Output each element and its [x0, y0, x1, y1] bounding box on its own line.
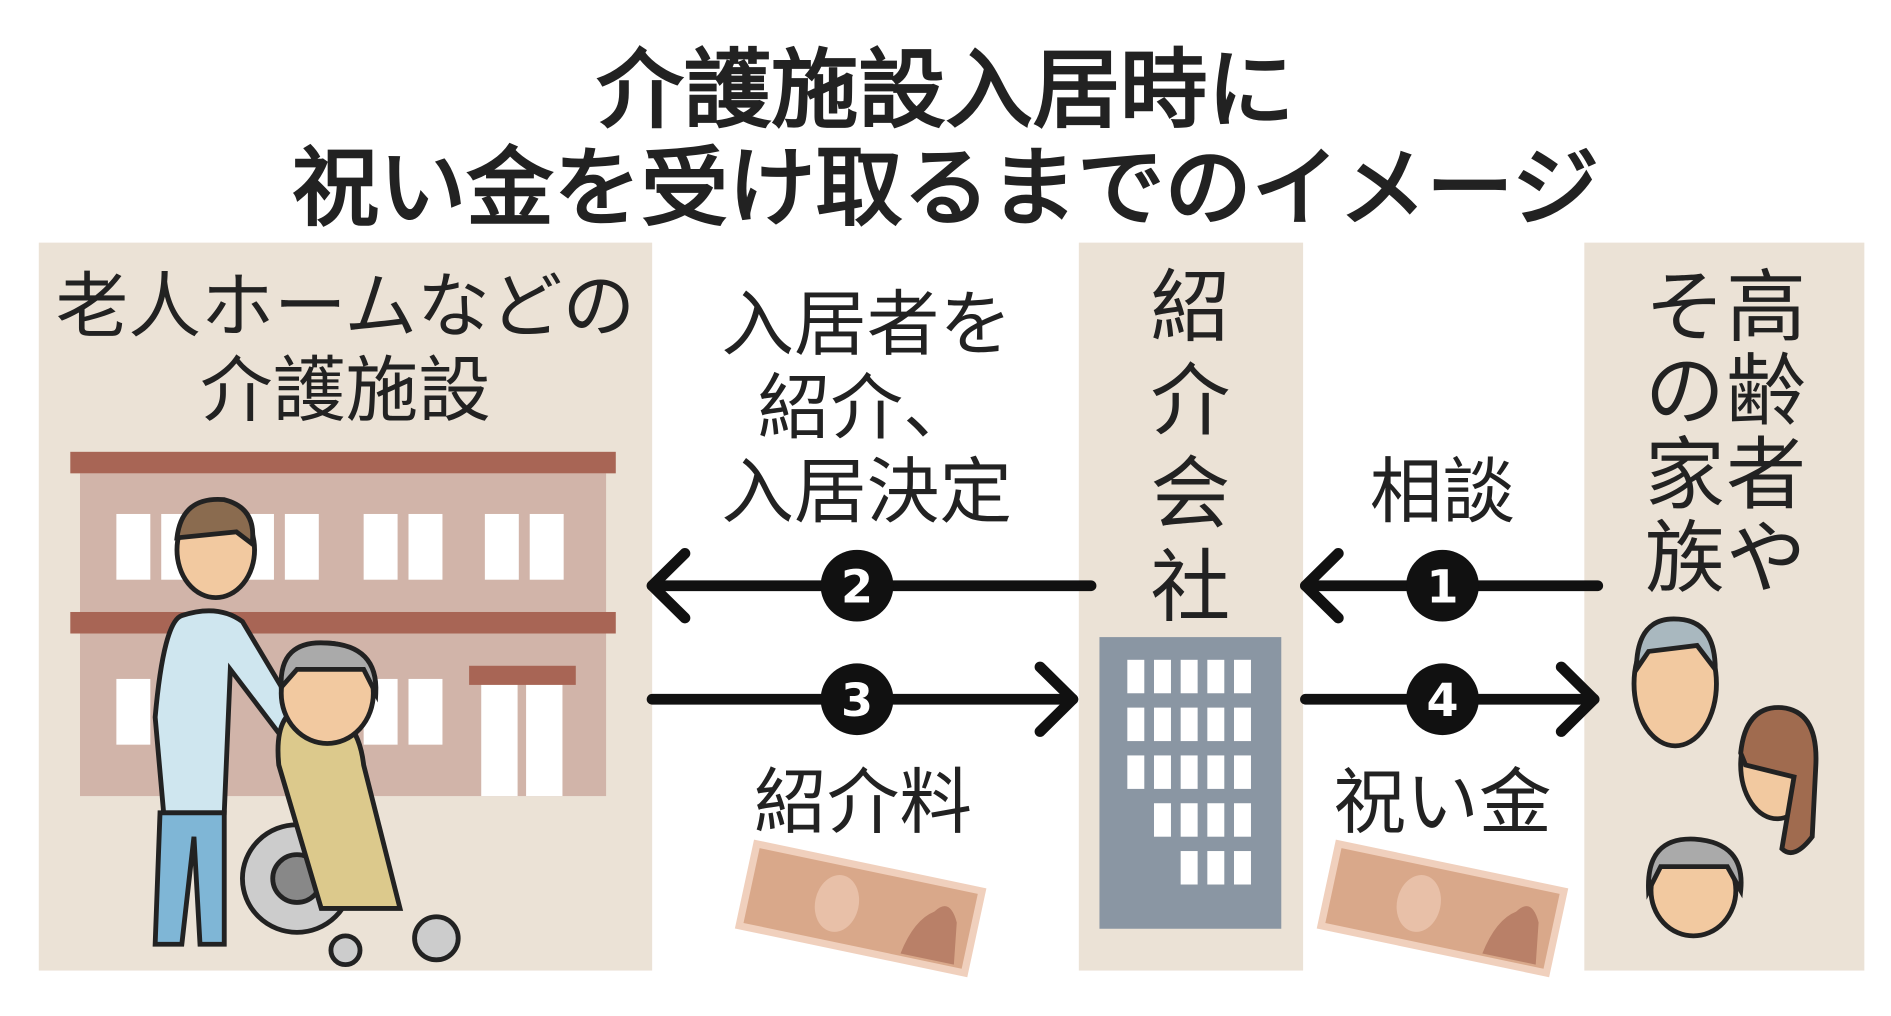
family-col2-char: 族	[1645, 512, 1725, 604]
family-col2-char: そ	[1645, 261, 1725, 353]
step-badge-3: 3	[820, 663, 894, 736]
gift-label: 祝い金	[1333, 762, 1551, 845]
step-badge-1: 1	[1406, 549, 1479, 622]
agency-char: 社	[1150, 541, 1230, 633]
banknote-icon	[734, 839, 987, 978]
introduce-label-line3: 入居決定	[721, 451, 1012, 534]
family-col2-char: 家	[1645, 429, 1725, 521]
family-col1-char: や	[1726, 512, 1806, 604]
facility-label-line1: 老人ホームなどの	[56, 266, 636, 349]
agency-char: 会	[1150, 448, 1230, 540]
fee-label: 紹介料	[754, 762, 972, 845]
step-badge-4: 4	[1406, 663, 1479, 736]
introduce-label-line2: 紹介、	[758, 367, 976, 450]
family-col1-char: 高	[1726, 261, 1806, 353]
elderly-family-faces-icon	[1631, 616, 1819, 939]
caregiver-with-wheelchair-icon	[152, 497, 461, 967]
family-col2-char: の	[1645, 345, 1725, 437]
agency-char: 紹	[1150, 261, 1230, 353]
office-building-icon	[1099, 637, 1282, 929]
title-line2: 祝い金を受け取るまでのイメージ	[292, 139, 1599, 238]
family-col1-char: 齢	[1726, 345, 1806, 437]
svg-text:3: 3	[841, 674, 873, 727]
svg-text:4: 4	[1426, 674, 1458, 727]
svg-text:2: 2	[841, 561, 873, 614]
svg-text:1: 1	[1426, 561, 1458, 614]
step-badge-2: 2	[820, 549, 894, 622]
agency-char: 介	[1150, 354, 1230, 446]
facility-label-line2: 介護施設	[200, 349, 491, 432]
family-col1-char: 者	[1726, 429, 1806, 521]
introduce-label-line1: 入居者を	[721, 283, 1012, 366]
banknote-icon	[1316, 839, 1569, 978]
title-line1: 介護施設入居時に	[596, 41, 1294, 140]
consult-label: 相談	[1370, 451, 1515, 534]
